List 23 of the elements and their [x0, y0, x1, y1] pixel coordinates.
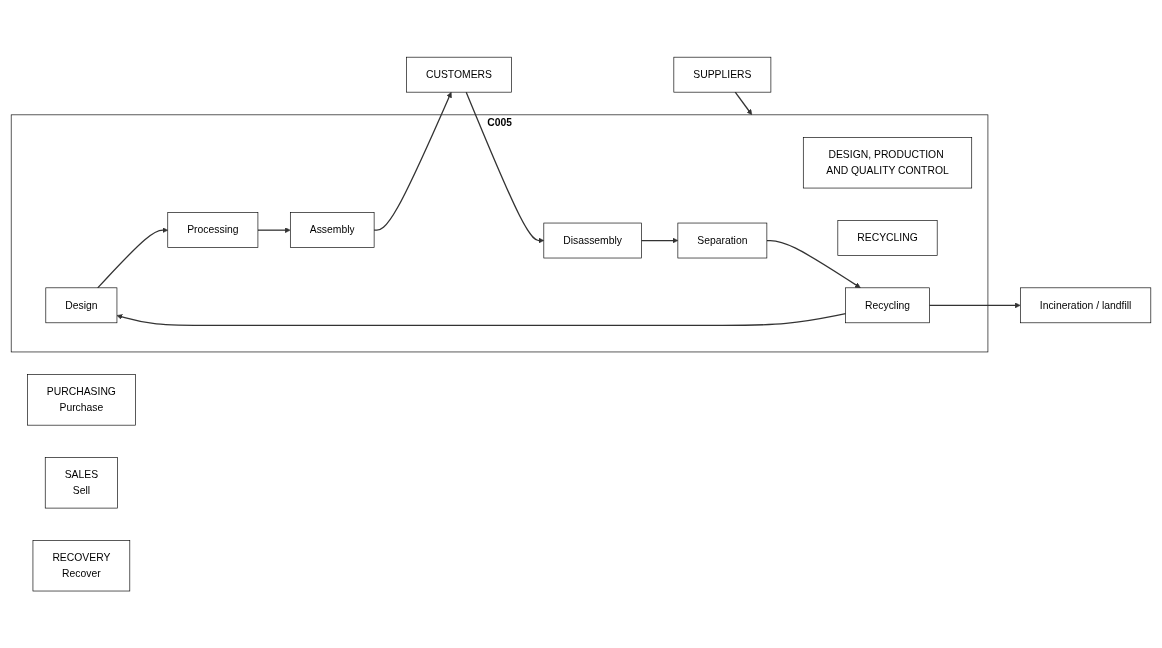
node-box: Separation — [677, 222, 768, 259]
node-box: RECOVERY Recover — [32, 540, 131, 592]
node-box: Assembly — [290, 212, 375, 248]
node-box: SALES Sell — [44, 457, 118, 509]
arrow — [928, 302, 1021, 309]
arrow — [373, 91, 452, 231]
node-box: SUPPLIERS — [673, 56, 772, 93]
arrow — [640, 237, 679, 244]
node-box: Incineration / landfill — [1020, 287, 1152, 324]
node-box: Processing — [167, 212, 259, 248]
arrow — [465, 91, 545, 244]
node-box: CUSTOMERS — [406, 56, 512, 93]
node-box: RECYCLING — [837, 220, 938, 256]
node-box: PURCHASING Purchase — [27, 374, 136, 426]
node-box: DESIGN, PRODUCTION AND QUALITY CONTROL — [802, 137, 973, 189]
arrow — [257, 227, 291, 233]
arrow — [97, 227, 169, 289]
arrow — [116, 312, 847, 326]
node-box: Recycling — [845, 287, 930, 324]
arrow — [766, 239, 861, 288]
arrow — [734, 91, 753, 115]
node-box: Disassembly — [543, 222, 642, 259]
node-box: Design — [45, 287, 118, 324]
